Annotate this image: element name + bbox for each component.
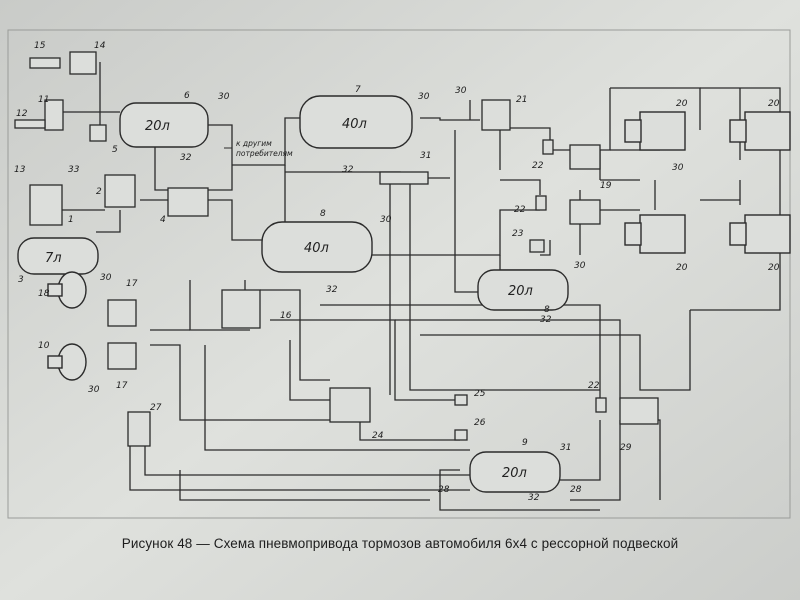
label-31a: 31 <box>420 151 431 161</box>
front-brake-chambers <box>47 271 87 381</box>
label-14: 14 <box>94 41 106 51</box>
label-32a: 32 <box>180 153 192 163</box>
tank-8-small-volume: 20л <box>508 284 533 299</box>
label-1: 1 <box>68 215 74 225</box>
label-6: 6 <box>184 91 190 101</box>
tank-9-volume: 20л <box>502 466 527 481</box>
label-30h: 30 <box>672 163 684 173</box>
callout-labels: 1 2 3 4 5 6 7 8 8 9 10 11 12 13 14 15 16… <box>14 41 780 503</box>
label-25: 25 <box>474 389 486 399</box>
label-30e: 30 <box>574 261 586 271</box>
label-8: 8 <box>320 209 326 219</box>
brake-chambers <box>624 111 791 254</box>
label-28b: 28 <box>570 485 582 495</box>
label-20b: 20 <box>768 99 780 109</box>
label-23: 23 <box>512 229 524 239</box>
label-21: 21 <box>516 95 527 105</box>
tank-9 <box>469 451 561 493</box>
label-30g: 30 <box>88 385 100 395</box>
label-17: 17 <box>126 279 138 289</box>
label-32e: 32 <box>528 493 540 503</box>
label-11: 11 <box>38 95 49 105</box>
label-22b: 22 <box>514 205 526 215</box>
label-30c: 30 <box>455 86 467 96</box>
label-30f: 30 <box>100 273 112 283</box>
label-32d: 32 <box>540 315 552 325</box>
tank-8-small <box>477 269 569 311</box>
label-9: 9 <box>522 438 528 448</box>
label-18: 18 <box>38 289 50 299</box>
label-20a: 20 <box>676 99 688 109</box>
valves <box>14 51 659 447</box>
diagram-frame <box>7 29 791 519</box>
label-3: 3 <box>18 275 24 285</box>
label-16: 16 <box>280 311 292 321</box>
label-2: 2 <box>96 187 102 197</box>
label-27: 27 <box>150 403 162 413</box>
tank-3-volume: 7л <box>45 251 62 266</box>
tank-7 <box>299 95 413 149</box>
tank-6-volume: 20л <box>145 119 170 134</box>
label-24: 24 <box>372 431 384 441</box>
label-30d: 30 <box>380 215 392 225</box>
annotation-line2: потребителям <box>236 149 293 158</box>
annotation-line1: к другим <box>236 139 272 148</box>
tank-8-large <box>261 221 373 273</box>
label-32b: 32 <box>342 165 354 175</box>
tank-6 <box>119 102 209 148</box>
label-10: 10 <box>38 341 50 351</box>
tank-7-volume: 40л <box>342 117 367 132</box>
label-26: 26 <box>474 418 486 428</box>
label-12: 12 <box>16 109 28 119</box>
label-30a: 30 <box>218 92 230 102</box>
label-30b: 30 <box>418 92 430 102</box>
label-5: 5 <box>112 145 118 155</box>
label-22c: 22 <box>588 381 600 391</box>
label-22a: 22 <box>532 161 544 171</box>
label-13: 13 <box>14 165 26 175</box>
label-33: 33 <box>68 165 80 175</box>
label-7: 7 <box>355 85 361 95</box>
label-20d: 20 <box>768 263 780 273</box>
figure-caption: Рисунок 48 — Схема пневмопривода тормозо… <box>121 536 679 551</box>
label-4: 4 <box>160 215 166 225</box>
label-29: 29 <box>620 443 632 453</box>
label-8b: 8 <box>544 305 550 315</box>
label-32c: 32 <box>326 285 338 295</box>
tank-3 <box>17 237 99 275</box>
label-19: 19 <box>600 181 612 191</box>
label-20c: 20 <box>676 263 688 273</box>
label-31b: 31 <box>560 443 571 453</box>
label-15: 15 <box>34 41 46 51</box>
label-28a: 28 <box>438 485 450 495</box>
tank-8-large-volume: 40л <box>304 241 329 256</box>
label-17b: 17 <box>116 381 128 391</box>
